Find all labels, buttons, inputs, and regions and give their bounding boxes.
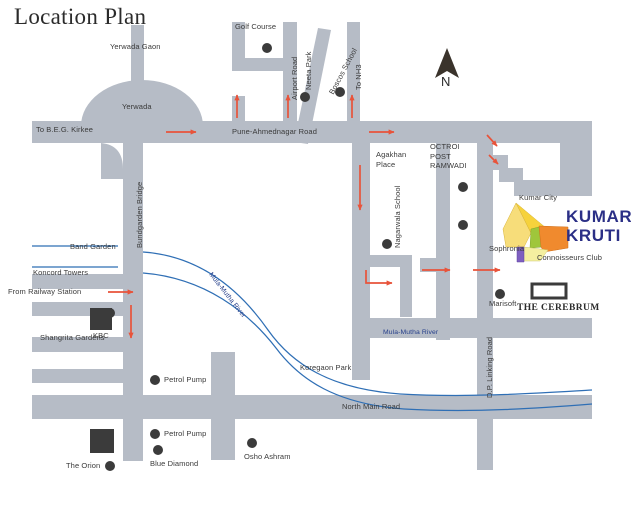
plot-sophronia bbox=[516, 246, 525, 263]
road-label-from-railway-station: From Railway Station bbox=[8, 287, 82, 296]
north-label: N bbox=[441, 74, 451, 89]
octroi-line-2: POST bbox=[430, 151, 451, 161]
landmark-label-connoisseurs-club: Connoisseurs Club bbox=[537, 253, 603, 262]
brand-line-2: KRUTI bbox=[566, 226, 621, 246]
direction-arrows bbox=[108, 94, 501, 339]
landmark-label-neeta-park: Neeta Park bbox=[304, 51, 313, 90]
agakhan-line-1: Agakhan bbox=[376, 150, 407, 159]
area-label-yerwada-gaon: Yerwada Gaon bbox=[110, 42, 161, 51]
road-label-bundgarden-bridge: Bundgarden Bridge bbox=[135, 181, 144, 248]
road-label-airport-road: Airport Road bbox=[290, 56, 299, 100]
road-label-pune-ahmednagar: Pune-Ahmednagar Road bbox=[232, 127, 317, 136]
landmark-label-petrol-pump-2: Petrol Pump bbox=[164, 429, 207, 438]
landmark-label-kbc: KBC bbox=[93, 331, 109, 340]
octroi-line-3: RAMWADI bbox=[430, 161, 467, 171]
landmark-label-the-orion: The Orion bbox=[66, 461, 101, 470]
road-label-dp-linking-road: D.P. Linking Road bbox=[485, 336, 494, 398]
agakhan-line-2: Place bbox=[376, 159, 396, 169]
river-label-mula-mutha-horizontal: Mula-Mutha River bbox=[383, 329, 439, 336]
area-label-agakhan-place: Agakhan Place bbox=[376, 150, 406, 169]
road-label-north-main-road: North Main Road bbox=[342, 402, 401, 411]
landmark-label-nagarwala-school: Nagarwala School bbox=[393, 185, 402, 248]
area-label-koncord-towers: Koncord Towers bbox=[33, 268, 89, 277]
landmark-label-osho-ashram: Osho Ashram bbox=[244, 452, 291, 461]
road-network bbox=[32, 22, 592, 470]
north-arrow-icon bbox=[435, 48, 459, 78]
cerebrum-building-outline bbox=[530, 282, 568, 300]
project-brand-name: KUMAR KRUTI bbox=[566, 207, 631, 245]
landmark-label-kumar-city: Kumar City bbox=[519, 193, 558, 202]
area-label-yerwada: Yerwada bbox=[122, 102, 152, 111]
page-title: Location Plan bbox=[14, 4, 147, 29]
area-label-koregaon-park: Koregaon Park bbox=[300, 363, 352, 372]
landmark-label-the-cerebrum: THE CEREBRUM bbox=[517, 303, 600, 313]
area-label-octroi-post-ramwadi: OCTROI POST RAMWADI bbox=[430, 142, 467, 171]
area-label-shangrita-gardens: Shangrita Gardens bbox=[40, 333, 105, 342]
landmark-label-petrol-pump-1: Petrol Pump bbox=[164, 375, 207, 384]
road-label-to-nh3: To NH3 bbox=[354, 64, 363, 90]
project-plot-shapes bbox=[502, 202, 569, 263]
brand-line-1: KUMAR bbox=[566, 207, 631, 226]
landmark-label-band-garden: Band Garden bbox=[70, 242, 116, 251]
plot-main-kumar-kruti bbox=[538, 225, 569, 253]
building-markers bbox=[90, 308, 114, 453]
landmark-label-sophronia: Sophronia bbox=[489, 244, 525, 253]
landmark-label-golf-course: Golf Course bbox=[235, 22, 277, 31]
mula-mutha-river bbox=[32, 245, 593, 412]
landmark-label-marisoft: Marisoft bbox=[489, 299, 517, 308]
road-label-to-beg-kirkee: To B.E.G. Kirkee bbox=[36, 125, 94, 134]
octroi-line-1: OCTROI bbox=[430, 142, 460, 151]
landmark-label-blue-diamond: Blue Diamond bbox=[150, 459, 199, 468]
